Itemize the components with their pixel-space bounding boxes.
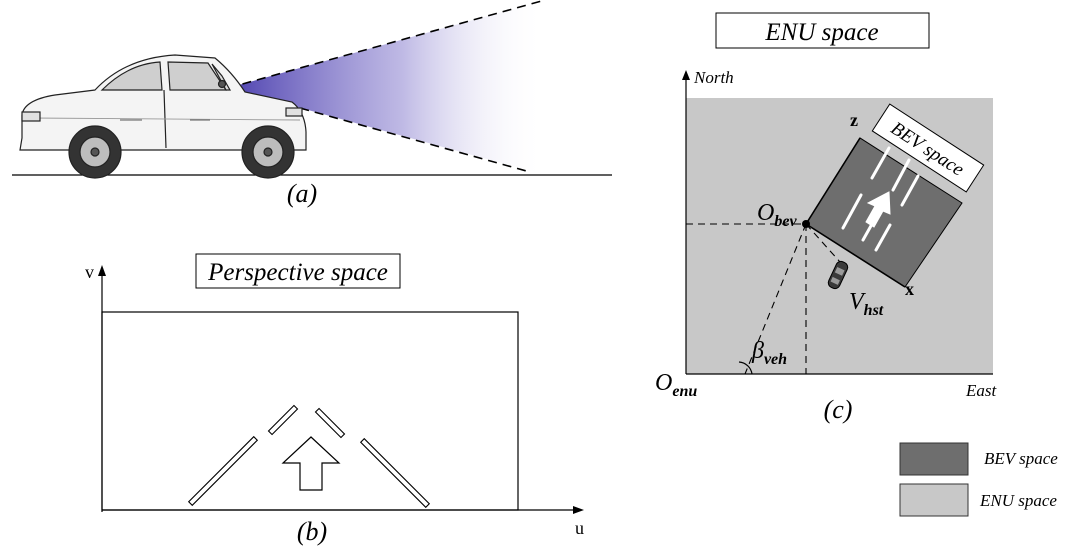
v-axis-label: v [85,262,94,282]
beta-angle-arc [738,361,753,375]
fov-upper-edge [227,0,546,89]
v-axis-arrowhead [98,265,106,276]
panel-c-caption: (c) [824,395,853,424]
beta-veh-label: βveh [751,338,787,368]
legend-label-enu: ENU space [979,491,1057,510]
legend-swatch-enu [899,483,969,517]
bev-z-axis-line [805,137,861,225]
panel-c: ENU space North East [655,12,998,424]
legend: BEV space ENU space [899,442,1058,517]
o-bev-label: Obev [757,200,797,230]
camera-field-of-view [228,0,545,175]
construction-lines [686,223,841,375]
bev-x-axis-line [805,223,906,288]
enu-title: ENU space [764,19,878,46]
panel-a-caption: (a) [287,179,317,208]
legend-label-bev: BEV space [984,449,1058,468]
perspective-title-box [195,253,401,289]
east-axis-label: East [965,381,998,400]
z-axis-label: z [850,110,858,130]
u-axis-label: u [575,518,584,538]
perspective-title: Perspective space [207,259,388,286]
lane-marking-left [187,435,259,507]
panel-b-caption: (b) [297,517,327,546]
x-axis-label: x [905,279,914,299]
north-axis-arrowhead [682,70,690,80]
lane-marking-left-far [267,404,299,436]
enu-title-box [715,12,930,49]
u-axis-arrowhead [573,506,584,514]
lane-marking-right [359,437,431,509]
car-icon [19,54,307,179]
v-hst-label: Vhst [849,289,884,319]
o-enu-label: Oenu [655,370,697,400]
north-axis-label: North [693,68,734,87]
vehicle-icon [827,260,849,290]
legend-swatch-bev [899,442,969,476]
lane-marking-right-far [314,407,346,439]
bev-forward-arrow [865,191,891,228]
panel-a: (a) [12,0,612,208]
bev-label-box [871,103,985,193]
lane-markings [187,404,431,509]
o-bev-point [802,220,810,228]
image-frame [101,311,519,511]
forward-arrow [281,436,341,491]
panel-b: v u Perspective space (b) [85,253,584,546]
